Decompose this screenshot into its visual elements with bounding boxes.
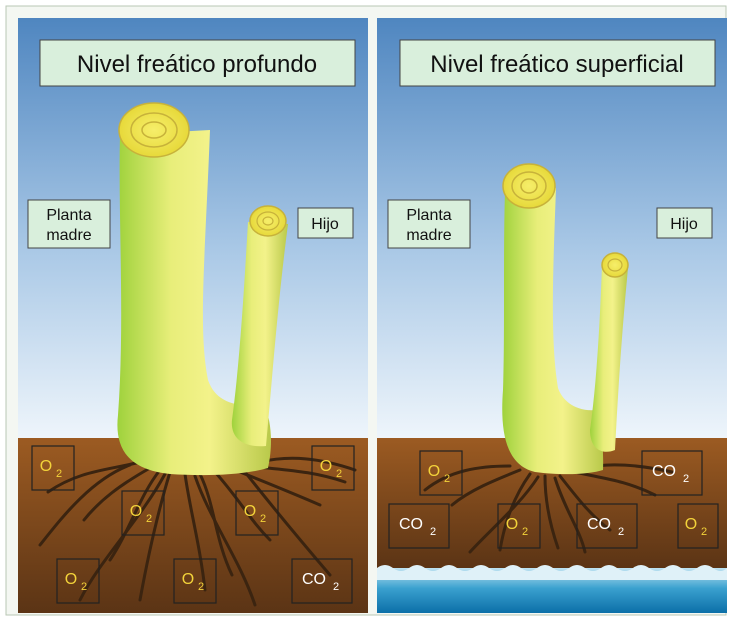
gas-subscript: 2 (336, 468, 342, 480)
gas-formula: O (320, 458, 332, 475)
left-child-label: Hijo (311, 216, 339, 233)
gas-subscript: 2 (81, 581, 87, 593)
gas-subscript: 2 (444, 473, 450, 485)
right-child-label: Hijo (670, 216, 698, 233)
gas-subscript: 2 (260, 513, 266, 525)
gas-formula: O (40, 458, 52, 475)
gas-subscript: 2 (56, 468, 62, 480)
left-mother-label-line2: madre (46, 227, 91, 244)
left-mother-top (119, 103, 189, 157)
gas-formula: O (506, 516, 518, 533)
gas-subscript: 2 (198, 581, 204, 593)
gas-formula: CO (399, 516, 423, 533)
gas-formula: CO (302, 571, 326, 588)
right-title: Nivel freático superficial (430, 51, 683, 78)
right-mother-label-line1: Planta (406, 207, 451, 224)
gas-formula: O (428, 463, 440, 480)
gas-subscript: 2 (430, 526, 436, 538)
gas-formula: CO (587, 516, 611, 533)
gas-subscript: 2 (146, 513, 152, 525)
left-panel: Nivel freático profundo Planta madre Hij… (18, 18, 368, 613)
left-child-top (250, 206, 286, 236)
left-title: Nivel freático profundo (77, 51, 317, 78)
gas-subscript: 2 (522, 526, 528, 538)
panel-divider (368, 18, 377, 613)
gas-subscript: 2 (618, 526, 624, 538)
gas-subscript: 2 (701, 526, 707, 538)
gas-formula: O (65, 571, 77, 588)
gas-formula: O (182, 571, 194, 588)
left-mother-label-line1: Planta (46, 207, 91, 224)
right-child-top (602, 253, 628, 277)
right-mother-top (503, 164, 555, 208)
gas-formula: O (244, 503, 256, 520)
gas-formula: CO (652, 463, 676, 480)
gas-formula: O (130, 503, 142, 520)
gas-formula: O (685, 516, 697, 533)
gas-subscript: 2 (683, 473, 689, 485)
right-mother-label-line2: madre (406, 227, 451, 244)
right-panel: Nivel freático superficial Planta madre … (377, 18, 727, 613)
gas-subscript: 2 (333, 581, 339, 593)
